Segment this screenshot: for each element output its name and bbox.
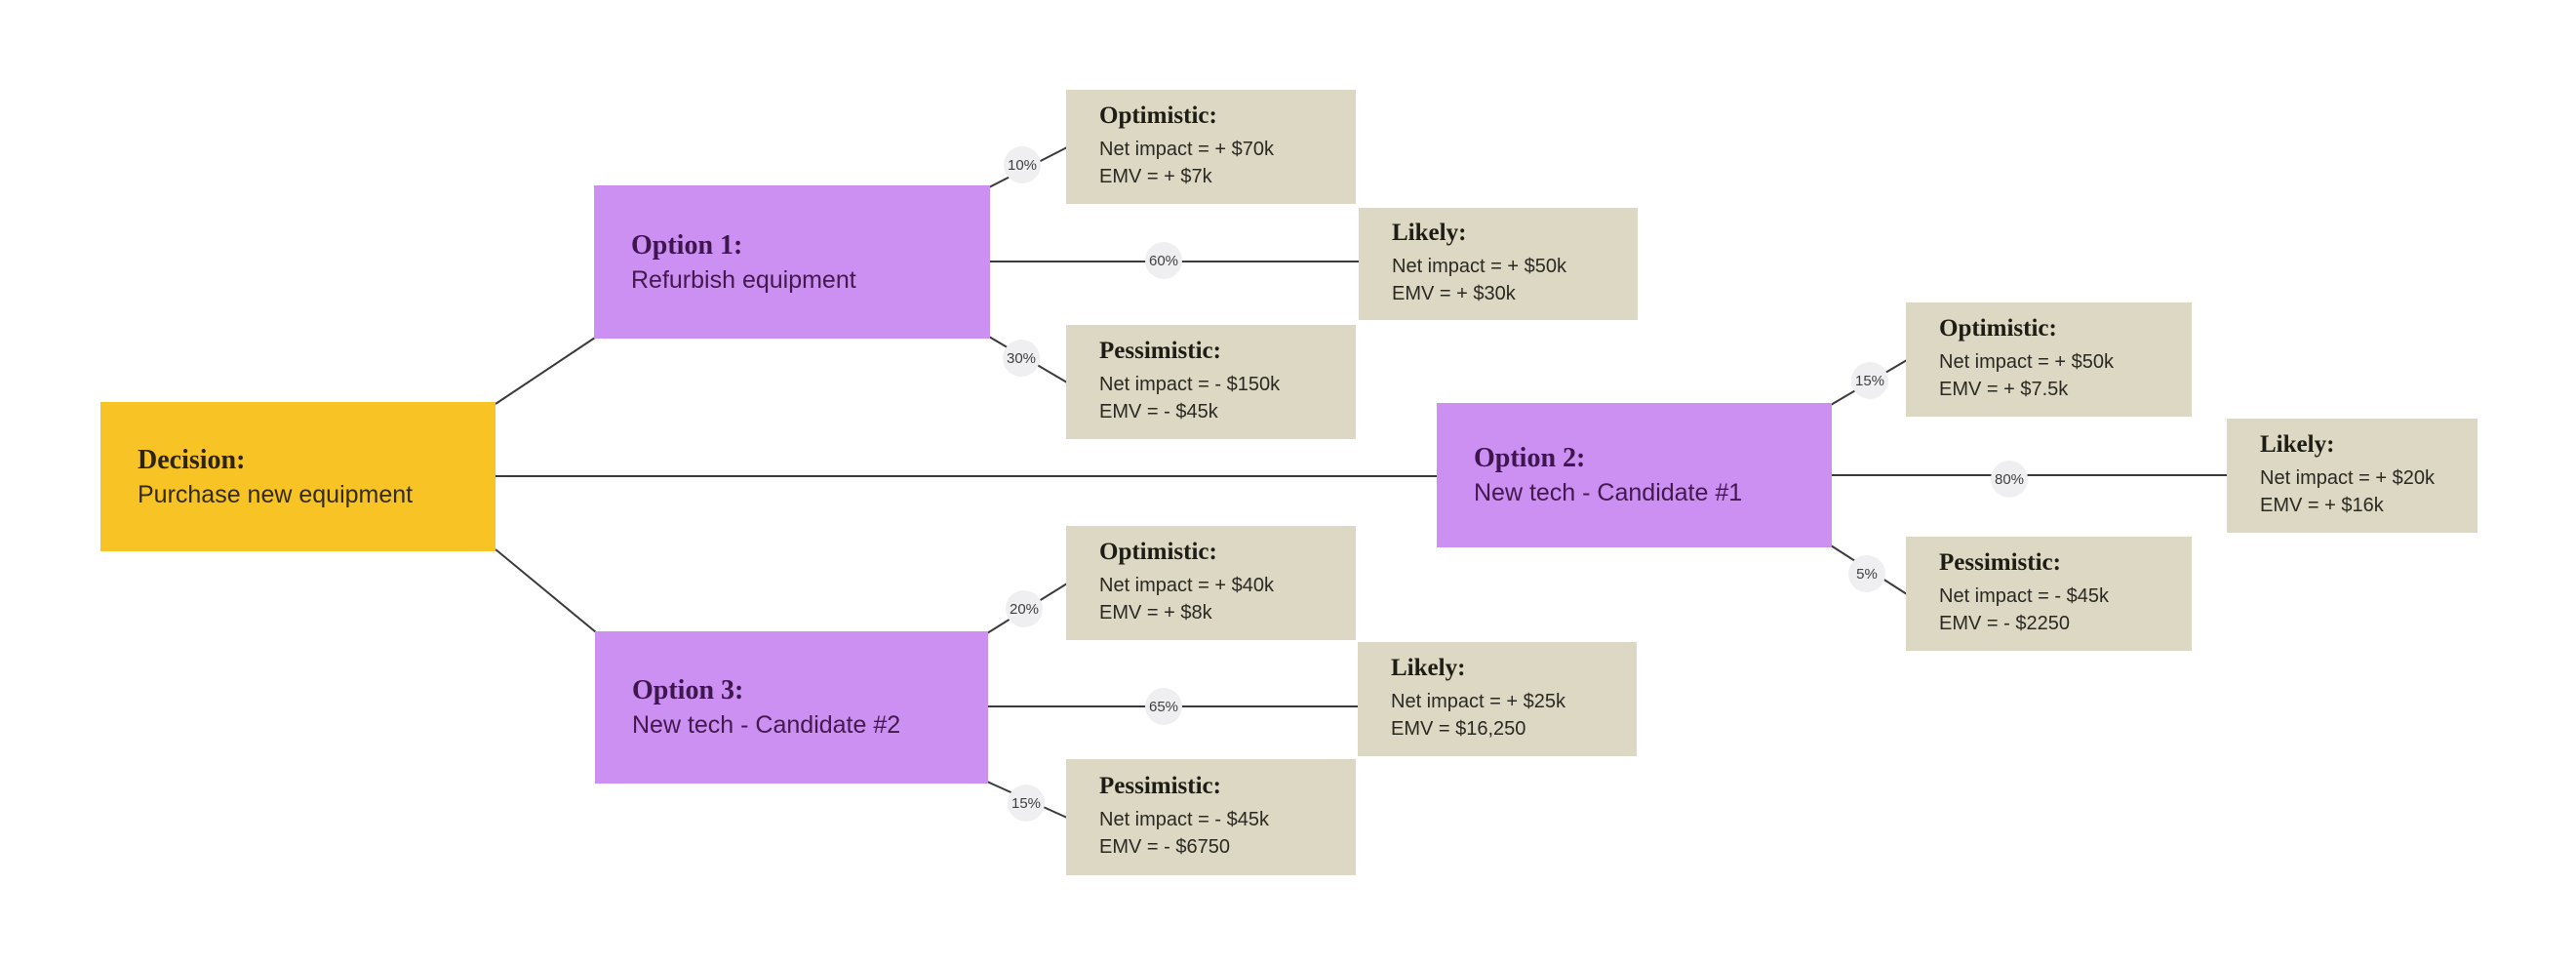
probability-badge: 10% [1004,146,1041,183]
probability-badge: 30% [1003,340,1040,377]
outcome-emv: EMV = + $7.5k [1939,379,2069,400]
outcome-emv: EMV = - $2250 [1939,613,2070,634]
outcome-emv: EMV = - $45k [1099,401,1218,423]
probability-badge: 15% [1008,785,1045,822]
probability-badge: 80% [1991,461,2028,498]
outcome-net-impact: Net impact = - $45k [1099,809,1269,831]
probability-badge: 65% [1145,688,1182,725]
outcome-emv: EMV = - $6750 [1099,836,1230,858]
outcome-net-impact: Net impact = + $50k [1939,351,2114,374]
outcome-title: Likely: [1391,655,1466,682]
probability-badge: 5% [1848,555,1885,592]
option-title: Option 3: [632,675,744,705]
option-title: Option 1: [631,229,743,261]
option-node-2[interactable]: Option 2: New tech - Candidate #1 [1437,403,1832,547]
outcome-node-option1-likely[interactable]: Likely: Net impact = + $50k EMV = + $30k [1359,208,1638,320]
outcome-node-option1-pessimistic[interactable]: Pessimistic: Net impact = - $150k EMV = … [1066,325,1356,439]
edge-decision-option1 [495,337,596,405]
outcome-title: Optimistic: [1099,102,1217,130]
edge-decision-option3 [495,548,597,633]
outcome-node-option3-likely[interactable]: Likely: Net impact = + $25k EMV = $16,25… [1358,642,1637,756]
outcome-node-option2-pessimistic[interactable]: Pessimistic: Net impact = - $45k EMV = -… [1906,537,2192,651]
option-node-1[interactable]: Option 1: Refurbish equipment [594,185,990,339]
outcome-emv: EMV = + $30k [1392,283,1516,304]
outcome-node-option3-pessimistic[interactable]: Pessimistic: Net impact = - $45k EMV = -… [1066,759,1356,875]
outcome-title: Pessimistic: [1099,338,1221,365]
probability-badge: 60% [1145,242,1182,279]
outcome-net-impact: Net impact = + $20k [2260,467,2435,490]
outcome-net-impact: Net impact = + $50k [1392,256,1566,278]
decision-node[interactable]: Decision: Purchase new equipment [100,402,495,551]
outcome-node-option2-optimistic[interactable]: Optimistic: Net impact = + $50k EMV = + … [1906,302,2192,417]
outcome-node-option1-optimistic[interactable]: Optimistic: Net impact = + $70k EMV = + … [1066,90,1356,204]
outcome-emv: EMV = $16,250 [1391,718,1526,740]
outcome-net-impact: Net impact = + $70k [1099,139,1274,161]
outcome-title: Likely: [2260,431,2335,459]
decision-subtitle: Purchase new equipment [138,480,414,508]
option-subtitle: New tech - Candidate #1 [1474,479,1743,506]
outcome-node-option2-likely[interactable]: Likely: Net impact = + $20k EMV = + $16k [2227,419,2477,533]
outcome-net-impact: Net impact = + $25k [1391,691,1565,713]
outcome-title: Pessimistic: [1939,549,2061,577]
option-node-3[interactable]: Option 3: New tech - Candidate #2 [595,631,988,784]
outcome-title: Likely: [1392,220,1467,247]
outcome-emv: EMV = + $16k [2260,495,2384,516]
outcome-net-impact: Net impact = - $150k [1099,374,1281,396]
decision-title: Decision: [138,444,246,475]
outcome-emv: EMV = + $7k [1099,166,1212,187]
outcome-title: Optimistic: [1939,315,2057,342]
option-subtitle: Refurbish equipment [631,265,856,294]
option-title: Option 2: [1474,443,1586,473]
outcome-net-impact: Net impact = - $45k [1939,585,2109,608]
probability-badge: 15% [1851,362,1888,399]
outcome-emv: EMV = + $8k [1099,602,1212,624]
outcome-node-option3-optimistic[interactable]: Optimistic: Net impact = + $40k EMV = + … [1066,526,1356,640]
outcome-title: Optimistic: [1099,539,1217,566]
outcome-title: Pessimistic: [1099,773,1221,800]
outcome-net-impact: Net impact = + $40k [1099,575,1274,597]
option-subtitle: New tech - Candidate #2 [632,711,901,739]
probability-badge: 20% [1006,590,1043,627]
